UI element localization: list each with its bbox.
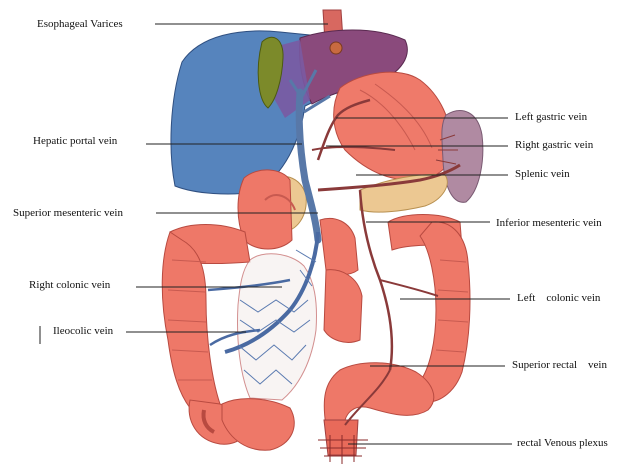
label-hepatic-portal-vein: Hepatic portal vein <box>33 135 117 148</box>
label-superior-rectal-vein: Superior rectal vein <box>512 359 607 372</box>
label-splenic-vein: Splenic vein <box>515 168 570 181</box>
pancreas <box>360 174 447 212</box>
label-esophageal-varices: Esophageal Varices <box>37 18 123 31</box>
esophageal-opening <box>330 42 342 54</box>
descending-colon <box>418 222 470 402</box>
haustra-markings <box>168 260 468 380</box>
label-inferior-mesenteric-vein: Inferior mesenteric vein <box>496 217 602 230</box>
label-ileocolic-vein: Ileocolic vein <box>53 325 113 338</box>
stomach <box>334 72 452 180</box>
label-left-colonic-vein: Left colonic vein <box>517 292 600 305</box>
jejunum-right-lower <box>324 270 362 343</box>
rectum <box>324 420 358 455</box>
label-right-colonic-vein: Right colonic vein <box>29 279 110 292</box>
inferior-mesenteric-vein <box>360 190 392 370</box>
label-rectal-venous-plexus: rectal Venous plexus <box>517 437 608 450</box>
label-left-gastric-vein: Left gastric vein <box>515 111 587 124</box>
spleen <box>442 111 483 203</box>
label-superior-mesenteric-vein: Superior mesenteric vein <box>13 207 123 220</box>
sigmoid-colon <box>324 363 434 426</box>
jejunum-right <box>320 218 358 274</box>
label-right-gastric-vein: Right gastric vein <box>515 139 593 152</box>
left-colonic-vein <box>380 280 438 296</box>
